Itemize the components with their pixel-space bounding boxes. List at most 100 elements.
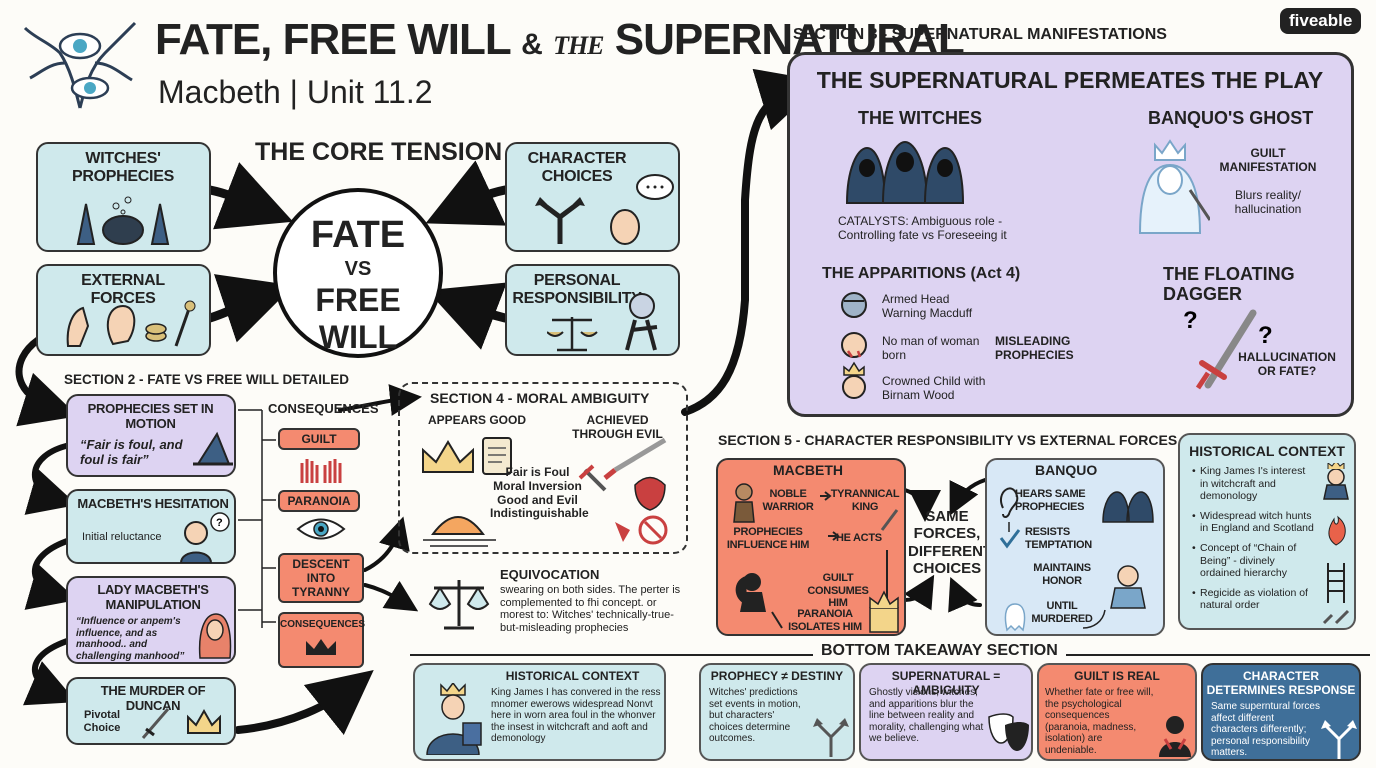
whisper-ear-icon <box>66 300 196 347</box>
prophecies-set-in-motion-card: PROPHECIES SET IN MOTION “Fair is foul, … <box>66 394 236 477</box>
king-james-icon <box>426 683 482 755</box>
prophecies-title: PROPHECIES SET IN MOTION <box>87 401 214 431</box>
scales-burden-icon <box>547 293 658 352</box>
lady-macbeth-icon <box>198 613 232 659</box>
historical-item: Regicide as violation of natural order <box>1192 587 1314 612</box>
takeaway-character-title: CHARACTER DETERMINES RESPONSE <box>1206 669 1356 697</box>
apparition-crowned-child: Crowned Child with Birnam Wood <box>882 374 986 402</box>
takeaway-historical-text: King James I has convered in the ress mn… <box>491 687 661 744</box>
dagger-crown-icon <box>141 708 221 739</box>
guilt-manifestation-label: GUILT MANIFESTATION <box>1219 146 1317 174</box>
hesitation-text: Initial reluctance <box>82 531 162 543</box>
hesitant-man-icon: ? <box>179 512 230 563</box>
fate-vs-freewill-circle: FATE VS FREE WILL <box>273 188 443 358</box>
section5-heading: SECTION 5 - CHARACTER RESPONSIBILITY VS … <box>718 432 1178 448</box>
macbeth-panel: MACBETH NOBLE WARRIOR TYRANNICAL KING PR… <box>716 458 906 636</box>
equivocation-label: EQUIVOCATION <box>500 567 600 582</box>
he-acts-label: HE ACTS <box>836 532 882 544</box>
crossroads-thinking-icon <box>535 174 674 245</box>
takeaway-prophecy-title: PROPHECY ≠ DESTINY <box>710 669 844 683</box>
lady-macbeth-card: LADY MACBETH'S MANIPULATION “Influence o… <box>66 576 236 664</box>
consequences-pill: CONSEQUENCES <box>278 612 366 668</box>
takeaway-prophecy-card: PROPHECY ≠ DESTINY Witches' predictions … <box>699 663 855 761</box>
fiveable-logo: fiveable <box>1280 8 1362 34</box>
hesitation-title: MACBETH'S HESITATION <box>77 496 229 511</box>
takeaway-guilt-card: GUILT IS REAL Whether fate or free will,… <box>1037 663 1197 761</box>
external-forces-card: EXTERNAL FORCES <box>36 264 211 356</box>
takeaway-supernatural-title: SUPERNATURAL = AMBIGUITY <box>891 669 1001 697</box>
paranoia-isolates-label: PARANOIA ISOLATES HIM <box>788 608 862 633</box>
takeaway-prophecy-text: Witches' predictions set events in motio… <box>709 687 801 744</box>
equivocation-text: swearing on both sides. The perter is co… <box>500 584 681 634</box>
crown-scroll-sunrise-icon <box>422 437 512 547</box>
external-forces-label: EXTERNAL FORCES <box>81 272 165 307</box>
personal-responsibility-card: PERSONAL RESPONSIBILITY <box>505 264 680 356</box>
svg-text:?: ? <box>1183 307 1198 334</box>
takeaway-heading: BOTTOM TAKEAWAY SECTION <box>813 642 1066 660</box>
theatre-masks-icon <box>988 713 1029 751</box>
floating-dagger-title: THE FLOATING DAGGER <box>1163 264 1295 304</box>
blurs-reality-text: Blurs reality/ hallucination <box>1234 188 1302 216</box>
page-title: FATE, FREE WILL & THE SUPERNATURAL <box>155 15 965 65</box>
takeaway-guilt-text: Whether fate or free will, the psycholog… <box>1045 687 1154 756</box>
supernatural-banner: THE SUPERNATURAL PERMEATES THE PLAY <box>816 67 1324 93</box>
guilt-figure-icon <box>1159 716 1191 757</box>
historical-icons <box>1322 463 1350 625</box>
macbeth-hesitation-card: MACBETH'S HESITATION Initial reluctance … <box>66 489 236 564</box>
crossroads-sign-icon <box>1321 720 1357 759</box>
witches-title: THE WITCHES <box>858 108 982 128</box>
vs-label: VS <box>344 258 372 280</box>
witches-prophecies-label: WITCHES' PROPHECIES <box>72 150 174 185</box>
cauldron-icon <box>76 196 170 245</box>
dagger-blood-icon <box>578 437 668 545</box>
murder-text: Pivotal Choice <box>83 709 121 734</box>
page-subtitle: Macbeth | Unit 11.2 <box>158 74 433 110</box>
eye-icon <box>296 518 346 540</box>
historical-context-heading: HISTORICAL CONTEXT <box>1189 443 1345 459</box>
character-choices-label: CHARACTER CHOICES <box>527 150 627 185</box>
prophecies-influence-label: PROPHECIES INFLUENCE HIM <box>726 526 810 551</box>
banquo-title: BANQUO <box>1035 462 1098 478</box>
three-witches-icon <box>845 140 965 204</box>
title-amp: & <box>521 28 543 61</box>
catalysts-text: CATALYSTS: Ambiguous role - Controlling … <box>838 214 1007 242</box>
dark-crown-icon <box>306 638 336 655</box>
takeaway-historical-title: HISTORICAL CONTEXT <box>505 669 640 683</box>
title-the: THE <box>553 31 604 60</box>
section2-heading: SECTION 2 - FATE VS FREE WILL DETAILED <box>64 372 350 387</box>
character-choices-card: CHARACTER CHOICES <box>505 142 680 252</box>
tree-eye-logo-icon <box>23 21 137 109</box>
guilt-consumes-label: GUILT CONSUMES HIM <box>807 572 869 610</box>
hallucination-or-fate-label: HALLUCINATION OR FATE? <box>1238 350 1336 378</box>
historical-context-list: King James I's interest in witchcraft an… <box>1192 465 1314 619</box>
misleading-prophecies-label: MISLEADING PROPHECIES <box>995 334 1074 362</box>
takeaway-character-card: CHARACTER DETERMINES RESPONSE Same super… <box>1201 663 1361 761</box>
macbeth-arc-icons <box>733 483 899 633</box>
paranoia-pill: PARANOIA <box>278 490 360 512</box>
consequences-label: CONSEQUENCES <box>268 401 379 416</box>
title-part1: FATE, FREE WILL <box>155 15 511 64</box>
personal-responsibility-label: PERSONAL RESPONSIBILITY <box>512 272 642 307</box>
floating-dagger-icon: ? ? <box>1183 307 1273 390</box>
takeaway-supernatural-card: SUPERNATURAL = AMBIGUITY Ghostly visions… <box>859 663 1033 761</box>
core-tension-heading: THE CORE TENSION <box>255 138 503 166</box>
tyrannical-king-label: TYRANNICAL KING <box>830 488 900 513</box>
consequences-pill-label: CONSEQUENCES <box>280 619 366 630</box>
ghost-king-icon <box>1138 139 1210 234</box>
historical-context-card: HISTORICAL CONTEXT King James I's intere… <box>1178 433 1356 630</box>
guilt-pill: GUILT <box>278 428 360 450</box>
takeaway-supernatural-text: Ghostly visions, witches, and apparition… <box>869 687 984 744</box>
noble-warrior-label: NOBLE WARRIOR <box>762 488 814 513</box>
section3-heading: SECTION 3 - SUPERNATURAL MANIFESTATIONS <box>793 26 1167 43</box>
until-murdered-label: UNTIL MURDERED <box>1031 600 1093 625</box>
moral-ambiguity-frame <box>398 382 688 554</box>
apparition-no-man: No man of woman born <box>882 334 980 362</box>
balance-scales-icon <box>428 580 490 630</box>
witch-hat-icon <box>193 431 233 466</box>
macbeth-title: MACBETH <box>773 462 843 478</box>
banquos-ghost-title: BANQUO'S GHOST <box>1148 108 1314 128</box>
historical-item: Concept of “Chain of Being” - divinely o… <box>1192 542 1314 580</box>
lady-quote: “Influence or anpem's influence, and as … <box>76 616 185 662</box>
fair-is-foul-text: Fair is Foul Moral Inversion Good and Ev… <box>490 465 589 521</box>
takeaway-historical-card: HISTORICAL CONTEXT King James I has conv… <box>413 663 666 761</box>
